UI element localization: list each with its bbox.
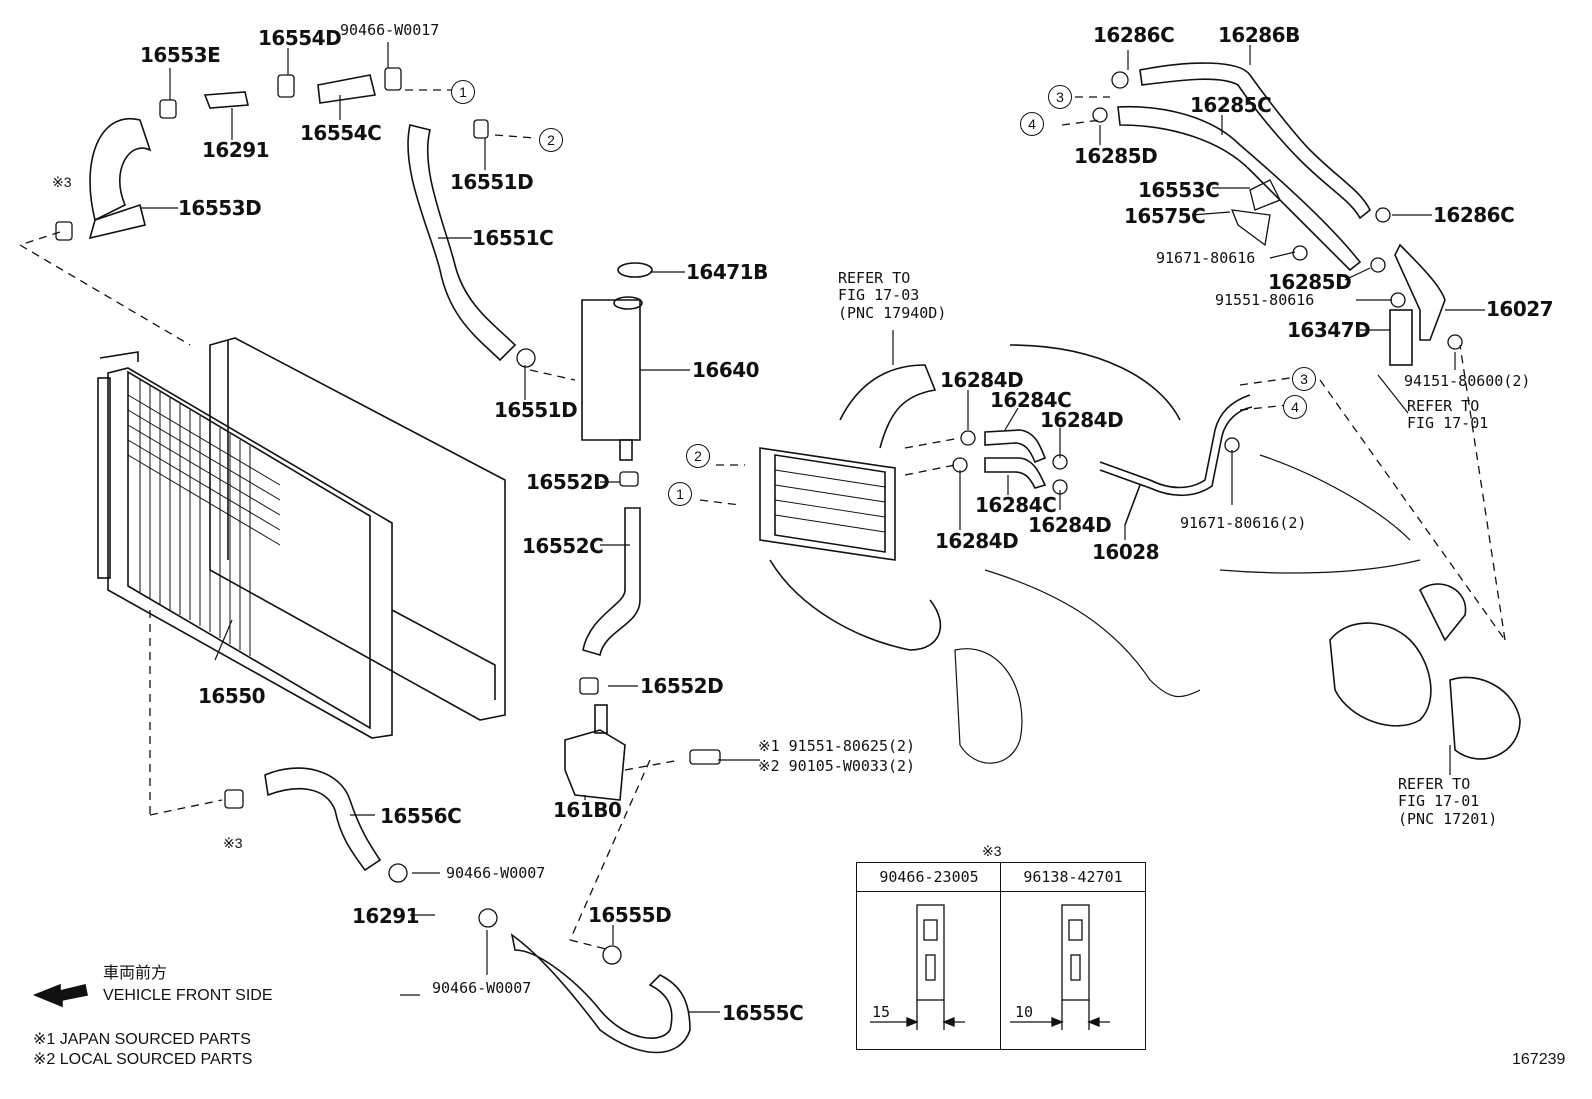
clip-table-drawings [870, 904, 1110, 1030]
label-bolt-local: ※2 90105-W0033(2) [758, 757, 916, 775]
connector-2-intercooler: 2 [686, 444, 710, 468]
clip-dim-15: 15 [872, 1003, 891, 1021]
label-16291-top: 16291 [202, 138, 270, 162]
clip-dim-10: 10 [1015, 1003, 1034, 1021]
label-16284d-a: 16284D [940, 368, 1024, 392]
label-16286b: 16286B [1218, 23, 1300, 47]
label-94151-80600-2: 94151-80600(2) [1404, 372, 1531, 390]
label-16284c-a: 16284C [990, 388, 1072, 412]
label-16552c: 16552C [522, 534, 604, 558]
hose-16284c-upper [984, 429, 1047, 464]
connector-4-right: 4 [1283, 395, 1307, 419]
label-161b0: 161B0 [553, 798, 622, 822]
label-16555d: 16555D [588, 903, 672, 927]
connector-2-top: 2 [539, 128, 563, 152]
water-pump [564, 704, 626, 801]
radiator [97, 337, 506, 739]
hoses-top-left [88, 74, 517, 362]
label-16028: 16028 [1092, 540, 1160, 564]
label-16284d-c: 16284D [1028, 513, 1112, 537]
label-16640: 16640 [692, 358, 760, 382]
reservoir [581, 262, 653, 461]
vehicle-front-jp: 車両前方 [103, 965, 168, 982]
hose-16552c [582, 507, 641, 657]
hose-16284c-lower [984, 457, 1047, 489]
label-16551d-top: 16551D [450, 170, 534, 194]
label-16284d-b: 16284D [1040, 408, 1124, 432]
label-16553d: 16553D [178, 196, 262, 220]
clip-table-col1: 90466-23005 [857, 863, 1001, 892]
pipe-16028 [1099, 394, 1253, 526]
clip-table: 90466-23005 96138-42701 [856, 862, 1146, 1050]
label-ref3-top: ※3 [52, 174, 72, 190]
label-16285d-right: 16285D [1268, 270, 1352, 294]
label-16552d-lower: 16552D [640, 674, 724, 698]
intercooler [759, 344, 1181, 651]
label-16550: 16550 [198, 684, 266, 708]
label-16552d-upper: 16552D [526, 470, 610, 494]
label-16553e: 16553E [140, 43, 221, 67]
label-ref3-bottom: ※3 [223, 835, 243, 851]
dashed-leaders [19, 89, 1506, 951]
clip-table-title: ※3 [982, 843, 1002, 859]
label-16471b: 16471B [686, 260, 768, 284]
label-16555c: 16555C [722, 1001, 804, 1025]
label-16554d: 16554D [258, 26, 342, 50]
label-16553c: 16553C [1138, 178, 1220, 202]
label-91671-80616: 91671-80616 [1156, 249, 1256, 267]
hose-16555c [510, 933, 691, 1054]
hose-16556c [264, 767, 382, 872]
label-90466-w0017: 90466-W0017 [340, 21, 440, 39]
label-16551d-mid: 16551D [494, 398, 578, 422]
leader-lines [140, 42, 1485, 1013]
label-16551c: 16551C [472, 226, 554, 250]
label-16291-bottom: 16291 [352, 904, 420, 928]
label-16027: 16027 [1486, 297, 1554, 321]
label-bolt-japan: ※1 91551-80625(2) [758, 737, 916, 755]
connector-1-top: 1 [451, 80, 475, 104]
label-16575c: 16575C [1124, 204, 1206, 228]
label-16286c-top: 16286C [1093, 23, 1175, 47]
diagram-id: 167239 [1512, 1051, 1566, 1068]
label-90466-w0007-upper: 90466-W0007 [446, 864, 546, 882]
turbocharger [1329, 583, 1521, 760]
label-16284d-d: 16284D [935, 529, 1019, 553]
label-16285d-top: 16285D [1074, 144, 1158, 168]
hoses-upper-right [1117, 62, 1446, 366]
note-local-sourced: ※2 LOCAL SOURCED PARTS [33, 1051, 253, 1068]
clips [55, 67, 1463, 965]
label-90466-w0007-lower: 90466-W0007 [432, 979, 532, 997]
label-16284c-b: 16284C [975, 493, 1057, 517]
label-16347d: 16347D [1287, 318, 1371, 342]
connector-3-right: 3 [1292, 367, 1316, 391]
label-91671-80616-2: 91671-80616(2) [1180, 514, 1307, 532]
vehicle-front-en: VEHICLE FRONT SIDE [103, 987, 273, 1004]
label-16554c: 16554C [300, 121, 382, 145]
label-16286c-right: 16286C [1433, 203, 1515, 227]
engine-outline [954, 454, 1421, 764]
note-japan-sourced: ※1 JAPAN SOURCED PARTS [33, 1031, 251, 1048]
connector-3-top: 3 [1048, 85, 1072, 109]
label-16285c: 16285C [1190, 93, 1272, 117]
front-arrow-icon [32, 983, 88, 1008]
connector-4-top: 4 [1020, 112, 1044, 136]
clip-table-col2: 96138-42701 [1001, 863, 1145, 892]
label-91551-80616: 91551-80616 [1215, 291, 1315, 309]
connector-1-intercooler: 1 [668, 482, 692, 506]
label-16556c: 16556C [380, 804, 462, 828]
